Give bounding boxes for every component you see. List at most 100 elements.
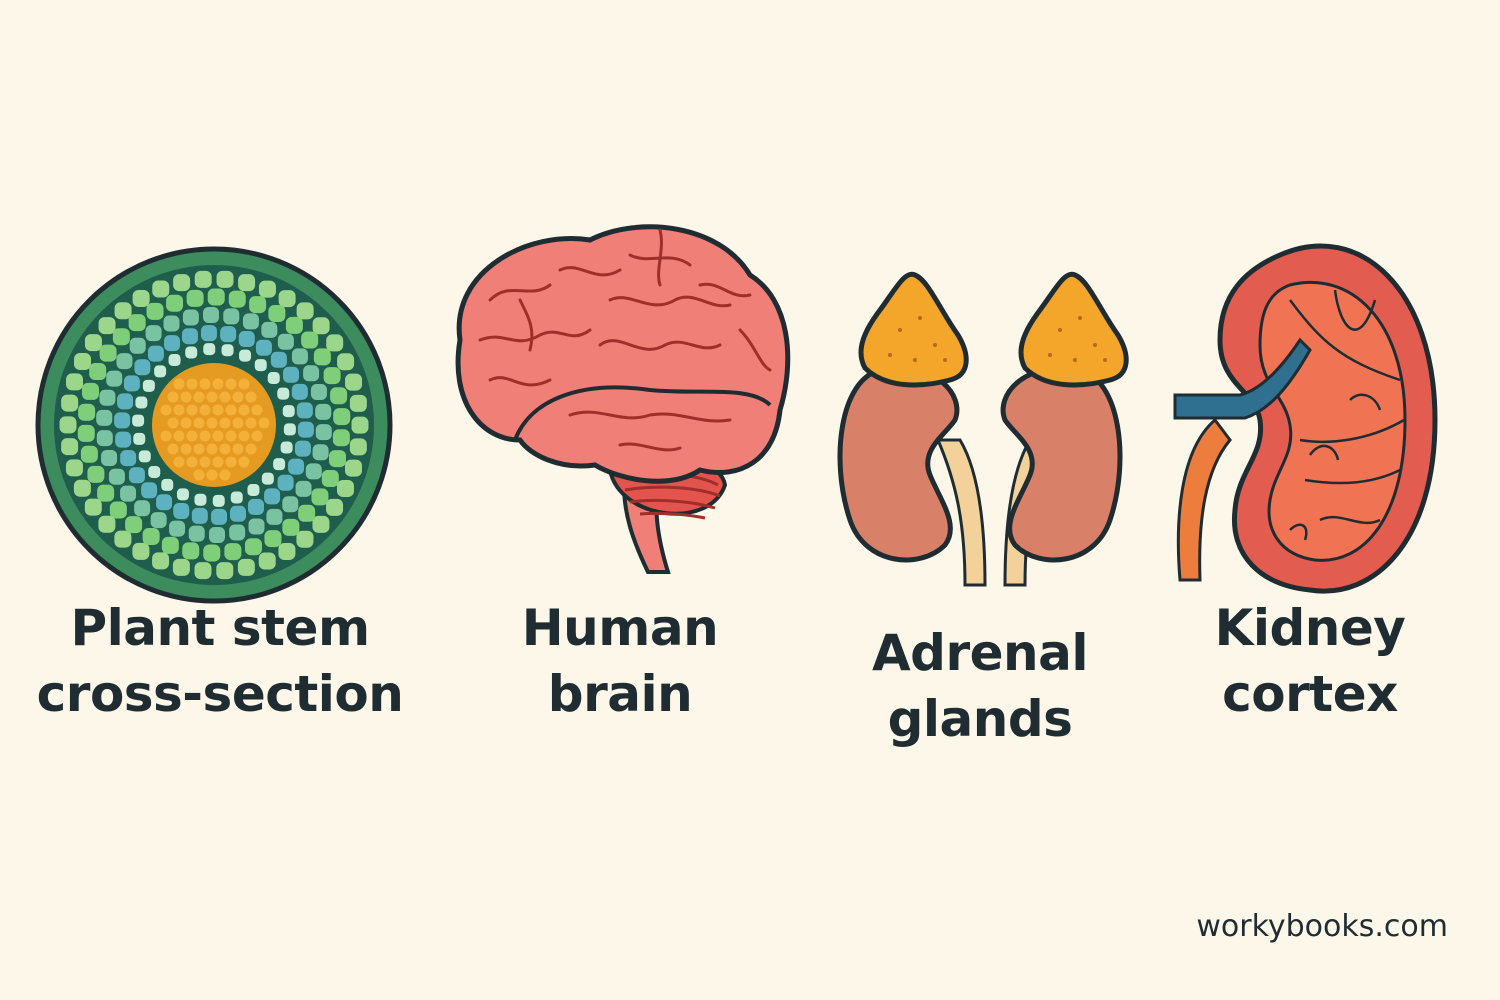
stem-cell	[164, 335, 181, 352]
stem-cell	[248, 518, 265, 535]
stem-cell	[147, 345, 164, 362]
stem-cell	[185, 346, 198, 359]
stem-cell	[282, 518, 300, 536]
stem-cell	[89, 363, 107, 381]
stem-cell	[98, 515, 116, 533]
stem-cell	[161, 478, 174, 491]
label-line-2: glands	[887, 690, 1073, 748]
core-cell	[212, 404, 224, 416]
panel-kidney-cortex: Kidney cortex	[1160, 0, 1460, 780]
stem-cell	[291, 348, 308, 365]
stem-cell	[283, 423, 296, 436]
core-cell	[160, 430, 172, 442]
stem-cell	[99, 344, 117, 362]
stem-cell	[73, 479, 91, 497]
stem-cell	[301, 331, 319, 349]
stem-cell	[114, 302, 132, 320]
stem-cell	[145, 325, 162, 342]
stem-cell	[112, 328, 130, 346]
stem-cell	[273, 458, 286, 471]
stem-cell	[242, 313, 259, 330]
core-cell	[193, 391, 205, 403]
stem-cell	[258, 552, 276, 570]
core-cell	[193, 443, 205, 455]
stem-cell	[296, 302, 314, 320]
stem-cell	[216, 562, 234, 580]
stem-cell	[134, 500, 151, 517]
stem-cell	[96, 430, 113, 447]
label-line-1: Plant stem	[70, 599, 370, 657]
core-cell	[232, 417, 244, 429]
stem-cell	[294, 440, 311, 457]
stem-cell	[303, 365, 320, 382]
stem-cell	[188, 525, 205, 542]
stem-cell	[312, 515, 330, 533]
core-cell	[245, 391, 257, 403]
stem-cell	[129, 337, 146, 354]
core-cell	[206, 417, 218, 429]
core-cell	[199, 404, 211, 416]
stem-cell	[181, 328, 198, 345]
stem-cell	[280, 441, 293, 454]
stem-cell	[349, 438, 367, 456]
stem-cell	[228, 290, 246, 308]
stem-cell	[142, 379, 155, 392]
label-line-1: Human	[521, 599, 719, 657]
stem-cell	[203, 343, 216, 356]
stem-cell	[168, 354, 181, 367]
stem-cell	[135, 396, 148, 409]
core-cell	[186, 456, 198, 468]
stem-cell	[211, 508, 228, 525]
core-cell	[219, 469, 231, 481]
stem-cell	[237, 558, 255, 576]
stem-cell	[150, 512, 167, 529]
stem-cell	[312, 317, 330, 335]
stem-cell	[101, 449, 118, 466]
stem-cell	[295, 480, 312, 497]
stem-cell	[132, 414, 145, 427]
core-cell	[212, 456, 224, 468]
stem-cell	[84, 498, 102, 516]
stem-cell	[169, 520, 186, 537]
stem-cell	[200, 325, 217, 342]
stem-cell	[285, 316, 303, 334]
stem-cell	[194, 270, 212, 288]
stem-cell	[283, 366, 300, 383]
stem-cell	[244, 538, 262, 556]
stem-cell	[345, 373, 363, 391]
stem-cell	[128, 314, 146, 332]
stem-cell	[61, 394, 79, 412]
core-cell	[167, 443, 179, 455]
stem-cell	[261, 321, 278, 338]
stem-cell	[132, 542, 150, 560]
stem-cell	[266, 508, 283, 525]
core-cell	[238, 456, 250, 468]
stem-cell	[249, 296, 267, 314]
stem-cell	[134, 359, 151, 376]
adrenal-glands-icon	[837, 271, 1129, 587]
core-cell	[206, 469, 218, 481]
stem-cell	[337, 353, 355, 371]
stem-cell	[277, 474, 294, 491]
stem-cell	[247, 498, 264, 515]
stem-cell	[77, 424, 95, 442]
stem-cell	[224, 543, 242, 561]
stem-cell	[311, 488, 329, 506]
label-line-2: cross-section	[36, 665, 404, 723]
stem-cell	[238, 274, 256, 292]
stem-cell	[351, 416, 369, 434]
stem-cell	[264, 530, 282, 548]
stem-cell	[207, 288, 225, 306]
core-cell	[225, 456, 237, 468]
stem-cell	[87, 465, 105, 483]
core-cell	[212, 430, 224, 442]
core-cell	[167, 391, 179, 403]
core-cell	[232, 443, 244, 455]
stem-cell	[182, 542, 200, 560]
stem-cell	[313, 348, 331, 366]
stem-cell	[278, 542, 296, 560]
stem-cell	[120, 450, 137, 467]
footer-site-link[interactable]: workybooks.com	[1196, 909, 1448, 944]
stem-cell	[172, 558, 190, 576]
stem-cell	[125, 516, 143, 534]
